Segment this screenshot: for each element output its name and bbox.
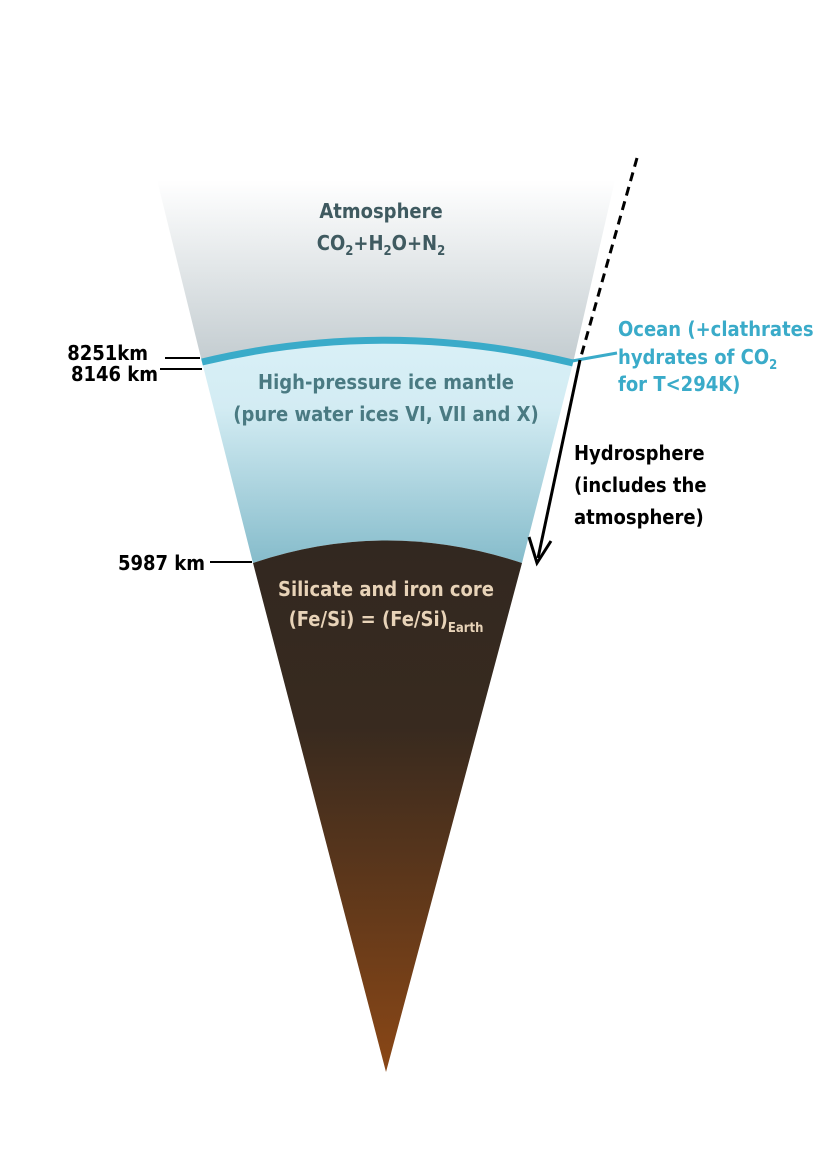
mantle-label-line1: High-pressure ice mantle	[258, 370, 514, 394]
ocean-label-line2: hydrates of CO2	[618, 345, 777, 373]
radius-label-outer: 8251km	[67, 341, 148, 365]
atmosphere-title: Atmosphere	[319, 199, 442, 223]
core-layer	[253, 540, 522, 1072]
hydrosphere-arrow	[536, 359, 582, 559]
ice-mantle-layer	[202, 341, 573, 563]
radius-label-ocean-bottom: 8146 km	[71, 362, 158, 386]
ocean-leader-line	[571, 351, 618, 363]
hydrosphere-label-line3: atmosphere)	[574, 505, 704, 529]
atmosphere-extent-dashed-line	[578, 157, 639, 361]
ocean-label-line1: Ocean (+clathrates	[618, 317, 814, 341]
hydrosphere-label-line1: Hydrosphere	[574, 441, 705, 465]
core-label-line1: Silicate and iron core	[278, 577, 494, 601]
ocean-label-line3: for T<294K)	[618, 372, 740, 396]
atmosphere-layer	[157, 180, 615, 363]
radius-label-core: 5987 km	[118, 551, 205, 575]
mantle-label-line2: (pure water ices VI, VII and X)	[233, 402, 538, 426]
hydrosphere-label-line2: (includes the	[574, 473, 707, 497]
core-label-line2: (Fe/Si) = (Fe/Si)Earth	[289, 607, 484, 636]
atmosphere-formula: CO2+H2O+N2	[317, 231, 446, 259]
ocean-layer	[201, 336, 574, 367]
arrow-head-icon	[527, 536, 553, 567]
